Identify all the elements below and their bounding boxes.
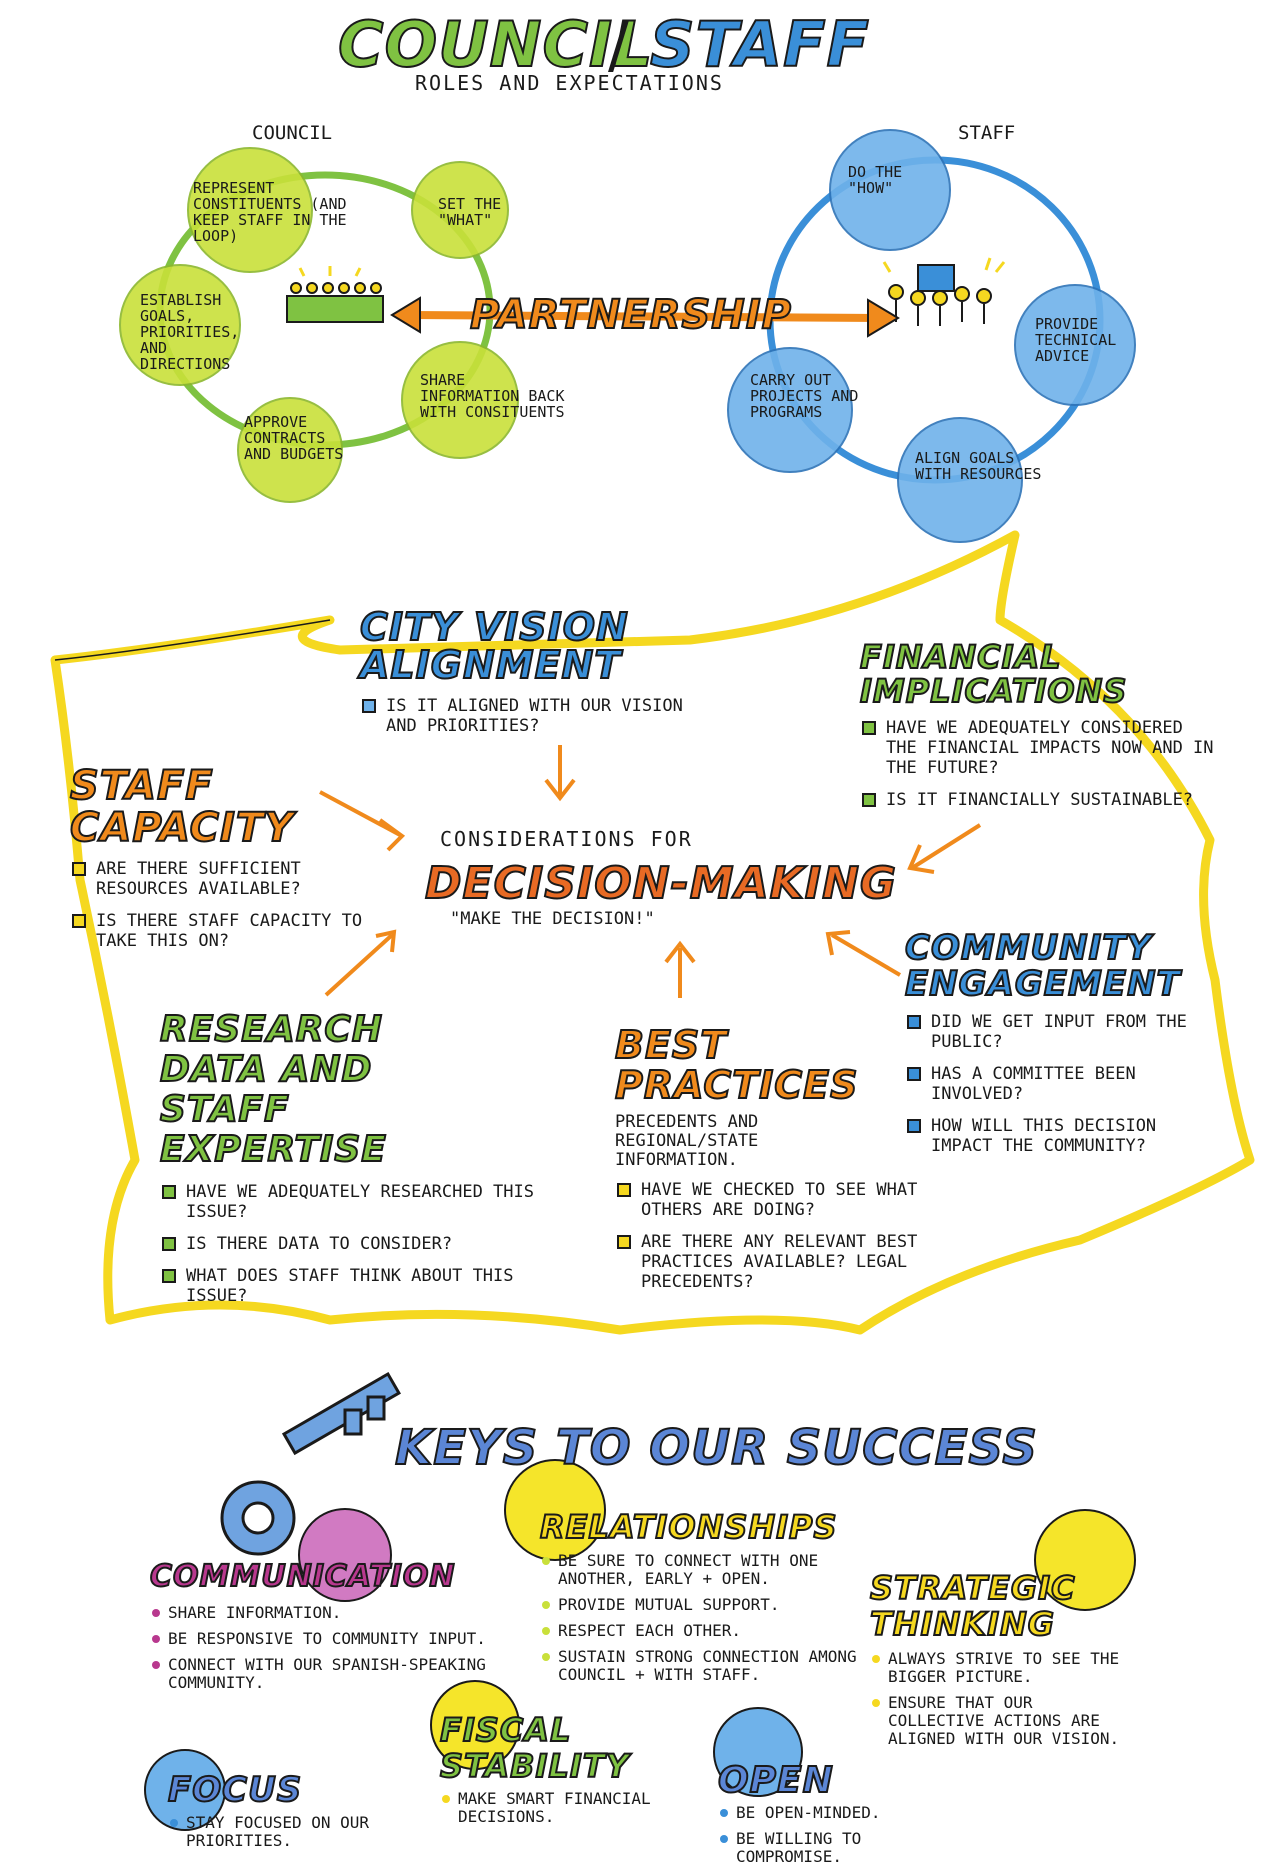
financial-item-sustainable: IS IT FINANCIALLY SUSTAINABLE?: [860, 790, 1220, 810]
community-item-impact: HOW WILL THIS DECISION IMPACT THE COMMUN…: [905, 1116, 1225, 1156]
header-subtitle: ROLES AND EXPECTATIONS: [415, 71, 724, 95]
research-title: RESEARCH DATA AND STAFF EXPERTISE: [159, 1009, 387, 1171]
communication-item: CONNECT WITH OUR SPANISH-SPEAKING COMMUN…: [150, 1656, 495, 1692]
financial-item-impacts: HAVE WE ADEQUATELY CONSIDERED THE FINANC…: [860, 718, 1220, 778]
fiscal-item: MAKE SMART FINANCIAL DECISIONS.: [440, 1790, 680, 1826]
communication-block: COMMUNICATION SHARE INFORMATION. BE RESP…: [149, 1559, 495, 1700]
strategic-title: STRATEGIC THINKING: [869, 1569, 1076, 1643]
communication-circle: [298, 1508, 392, 1602]
staff-circle-projects: [727, 347, 853, 473]
council-item-approve: APPROVE CONTRACTS AND BUDGETS: [244, 413, 344, 463]
research-item-data: IS THERE DATA TO CONSIDER?: [160, 1234, 540, 1254]
council-circle-approve: [237, 397, 343, 503]
city-vision-block: CITY VISION ALIGNMENT IS IT ALIGNED WITH…: [359, 605, 700, 748]
keys-title: KEYS TO OUR SUCCESS: [394, 1419, 1038, 1477]
staff-capacity-block: STAFF CAPACITY ARE THERE SUFFICIENT RESO…: [69, 763, 370, 963]
council-circle-represent: [187, 147, 313, 273]
staff-circle-advice: [1014, 284, 1136, 406]
staff-circle-how: [829, 129, 951, 251]
staff-label: STAFF: [958, 122, 1016, 144]
staff-capacity-title: STAFF CAPACITY: [69, 763, 295, 851]
community-item-input: DID WE GET INPUT FROM THE PUBLIC?: [905, 1012, 1225, 1052]
relationships-item: SUSTAIN STRONG CONNECTION AMONG COUNCIL …: [540, 1648, 860, 1684]
header-staff: STAFF: [649, 7, 870, 82]
council-circle-share: [401, 341, 519, 459]
council-label: COUNCIL: [252, 122, 333, 144]
strategic-block: STRATEGIC THINKING ALWAYS STRIVE TO SEE …: [869, 1569, 1130, 1756]
relationships-title: RELATIONSHIPS: [539, 1508, 838, 1546]
staff-capacity-item-capacity: IS THERE STAFF CAPACITY TO TAKE THIS ON?: [70, 911, 370, 951]
community-block: COMMUNITY ENGAGEMENT DID WE GET INPUT FR…: [904, 928, 1225, 1168]
community-title: COMMUNITY ENGAGEMENT: [904, 928, 1181, 1004]
best-practices-block: BEST PRACTICES PRECEDENTS AND REGIONAL/S…: [614, 1023, 960, 1304]
relationships-item: BE SURE TO CONNECT WITH ONE ANOTHER, EAR…: [540, 1552, 860, 1588]
staff-circle-align: [897, 417, 1023, 543]
relationships-circle: [504, 1459, 606, 1561]
best-practices-title: BEST PRACTICES: [614, 1023, 859, 1107]
header-slash: /: [608, 8, 630, 81]
best-practices-item-relevant: ARE THERE ANY RELEVANT BEST PRACTICES AV…: [615, 1232, 960, 1292]
community-item-committee: HAS A COMMITTEE BEEN INVOLVED?: [905, 1064, 1225, 1104]
staff-item-align: ALIGN GOALS WITH RESOURCES: [915, 449, 1042, 483]
financial-block: FINANCIAL IMPLICATIONS HAVE WE ADEQUATEL…: [859, 638, 1220, 822]
research-item-staff: WHAT DOES STAFF THINK ABOUT THIS ISSUE?: [160, 1266, 540, 1306]
relationships-item: RESPECT EACH OTHER.: [540, 1622, 860, 1640]
considerations-frame: [50, 530, 1255, 1335]
staff-item-projects: CARRY OUT PROJECTS AND PROGRAMS: [750, 371, 859, 421]
research-block: RESEARCH DATA AND STAFF EXPERTISE HAVE W…: [159, 1009, 540, 1318]
open-circle: [713, 1707, 803, 1797]
open-title: OPEN: [717, 1760, 834, 1801]
fiscal-title: FISCAL STABILITY: [439, 1711, 630, 1785]
financial-title: FINANCIAL IMPLICATIONS: [859, 638, 1128, 710]
strategic-item: ENSURE THAT OUR COLLECTIVE ACTIONS ARE A…: [870, 1694, 1130, 1748]
communication-item: SHARE INFORMATION.: [150, 1604, 495, 1622]
research-item-researched: HAVE WE ADEQUATELY RESEARCHED THIS ISSUE…: [160, 1182, 540, 1222]
council-item-goals: ESTABLISH GOALS, PRIORITIES, AND DIRECTI…: [140, 291, 240, 373]
strategic-item: ALWAYS STRIVE TO SEE THE BIGGER PICTURE.: [870, 1650, 1130, 1686]
open-item: BE OPEN-MINDED.: [718, 1804, 938, 1822]
best-practices-intro: PRECEDENTS AND REGIONAL/STATE INFORMATIO…: [615, 1112, 759, 1170]
focus-circle: [144, 1749, 226, 1831]
staff-capacity-item-resources: ARE THERE SUFFICIENT RESOURCES AVAILABLE…: [70, 859, 370, 899]
best-practices-item-others: HAVE WE CHECKED TO SEE WHAT OTHERS ARE D…: [615, 1180, 960, 1220]
communication-item: BE RESPONSIVE TO COMMUNITY INPUT.: [150, 1630, 495, 1648]
partnership-arrow: [390, 296, 900, 338]
header-council: COUNCIL: [337, 7, 654, 82]
fiscal-circle: [430, 1680, 520, 1770]
focus-block: FOCUS STAY FOCUSED ON OUR PRIORITIES.: [167, 1770, 388, 1858]
key-icon: [220, 1371, 401, 1556]
staff-item-how: DO THE "HOW": [848, 163, 903, 197]
open-item: BE WILLING TO COMPROMISE.: [718, 1830, 938, 1866]
relationships-block: RELATIONSHIPS BE SURE TO CONNECT WITH ON…: [539, 1508, 860, 1692]
fiscal-block: FISCAL STABILITY MAKE SMART FINANCIAL DE…: [439, 1711, 680, 1834]
focus-item: STAY FOCUSED ON OUR PRIORITIES.: [168, 1814, 388, 1850]
strategic-circle: [1034, 1509, 1136, 1611]
council-table-icon: [286, 266, 384, 323]
decision-making-title: DECISION-MAKING: [424, 857, 898, 910]
staff-item-advice: PROVIDE TECHNICAL ADVICE: [1035, 315, 1117, 365]
staff-people-icon: [882, 257, 1006, 326]
considerations-arrows: [319, 745, 982, 998]
open-block: OPEN BE OPEN-MINDED. BE WILLING TO COMPR…: [717, 1760, 938, 1874]
council-item-share: SHARE INFORMATION BACK WITH CONSITUENTS: [420, 371, 565, 421]
council-circle-goals: [119, 264, 241, 386]
decision-making-quote: "MAKE THE DECISION!": [450, 909, 655, 929]
communication-title: COMMUNICATION: [149, 1559, 456, 1595]
city-vision-title: CITY VISION ALIGNMENT: [359, 605, 629, 687]
considerations-heading: CONSIDERATIONS FOR: [440, 827, 693, 851]
focus-title: FOCUS: [167, 1770, 303, 1810]
council-circle-what: [411, 161, 509, 259]
council-ring: [119, 147, 519, 503]
city-vision-item: IS IT ALIGNED WITH OUR VISION AND PRIORI…: [360, 696, 700, 736]
partnership-label: PARTNERSHIP: [469, 291, 792, 339]
council-item-represent: REPRESENT CONSTITUENTS (AND KEEP STAFF I…: [193, 179, 347, 245]
council-item-what: SET THE "WHAT": [438, 195, 502, 229]
relationships-item: PROVIDE MUTUAL SUPPORT.: [540, 1596, 860, 1614]
